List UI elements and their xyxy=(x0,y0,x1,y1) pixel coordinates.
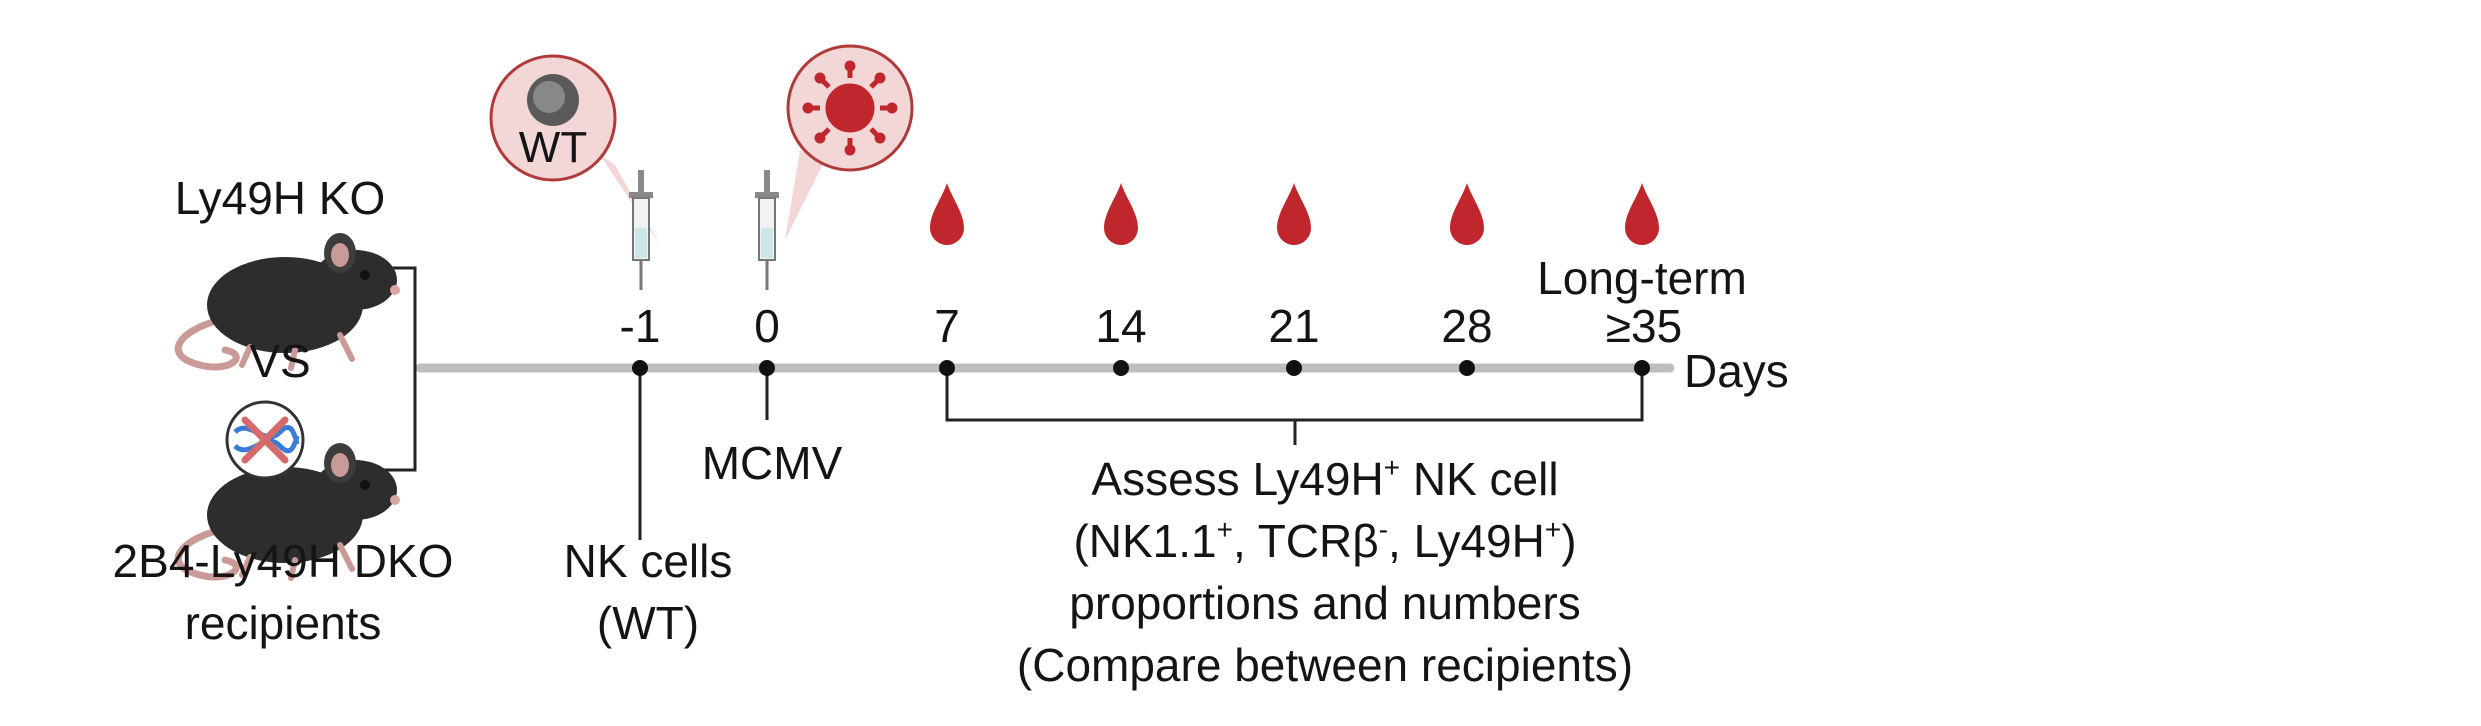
mouse-icon-dko xyxy=(174,443,400,581)
timeline-dot-4 xyxy=(1286,360,1302,376)
tick-label-4: 21 xyxy=(1268,300,1320,352)
timeline-dot-0 xyxy=(632,360,648,376)
timeline-dot-3 xyxy=(1113,360,1129,376)
tick-label-2: 7 xyxy=(934,300,960,352)
group-label-dko: 2B4-Ly49H DKO xyxy=(112,535,454,587)
blood-drop-icon-3 xyxy=(1450,183,1484,245)
group-label-recipients: recipients xyxy=(184,597,382,649)
nk-cells-label: NK cells xyxy=(563,535,733,587)
tick-label-5: 28 xyxy=(1441,300,1493,352)
assessment-line-3: proportions and numbers xyxy=(1069,577,1581,629)
syringe-icon-day-minus1 xyxy=(629,170,653,290)
tick-label-3: 14 xyxy=(1095,300,1147,352)
timeline-dot-5 xyxy=(1459,360,1475,376)
nk-wt-label: (WT) xyxy=(596,597,700,649)
blood-drop-icon-4 xyxy=(1625,183,1659,245)
dna-knockout-icon xyxy=(225,400,305,480)
wt-badge-label: WT xyxy=(518,123,588,172)
timeline-dot-2 xyxy=(939,360,955,376)
timeline-dot-6 xyxy=(1634,360,1650,376)
blood-drop-icon-2 xyxy=(1277,183,1311,245)
assessment-description: Assess Ly49H+ NK cell (NK1.1+, TCRβ-, Ly… xyxy=(1017,448,1633,696)
days-unit-label: Days xyxy=(1684,345,1789,397)
syringe-icon-day-0 xyxy=(755,170,779,290)
vs-label: VS xyxy=(249,335,311,387)
timeline-dot-1 xyxy=(759,360,775,376)
assessment-line-2: (NK1.1+, TCRβ-, Ly49H+) xyxy=(1073,514,1577,567)
assessment-line-4: (Compare between recipients) xyxy=(1016,639,1634,691)
assessment-line-1: Assess Ly49H+ NK cell xyxy=(1091,452,1559,505)
mcmv-label: MCMV xyxy=(701,437,843,489)
group-bracket xyxy=(372,266,417,472)
tick-label-6: ≥35 xyxy=(1605,300,1683,352)
blood-drop-icon-0 xyxy=(930,183,964,245)
mouse-icon-ly49h-ko xyxy=(174,233,400,371)
tick-label-1: 0 xyxy=(754,300,780,352)
longterm-label: Long-term xyxy=(1537,252,1747,304)
tick-label-0: -1 xyxy=(619,300,661,352)
group-label-ly49h-ko: Ly49H KO xyxy=(174,172,386,224)
blood-drop-icon-1 xyxy=(1104,183,1138,245)
virus-bubble-icon xyxy=(785,44,914,240)
